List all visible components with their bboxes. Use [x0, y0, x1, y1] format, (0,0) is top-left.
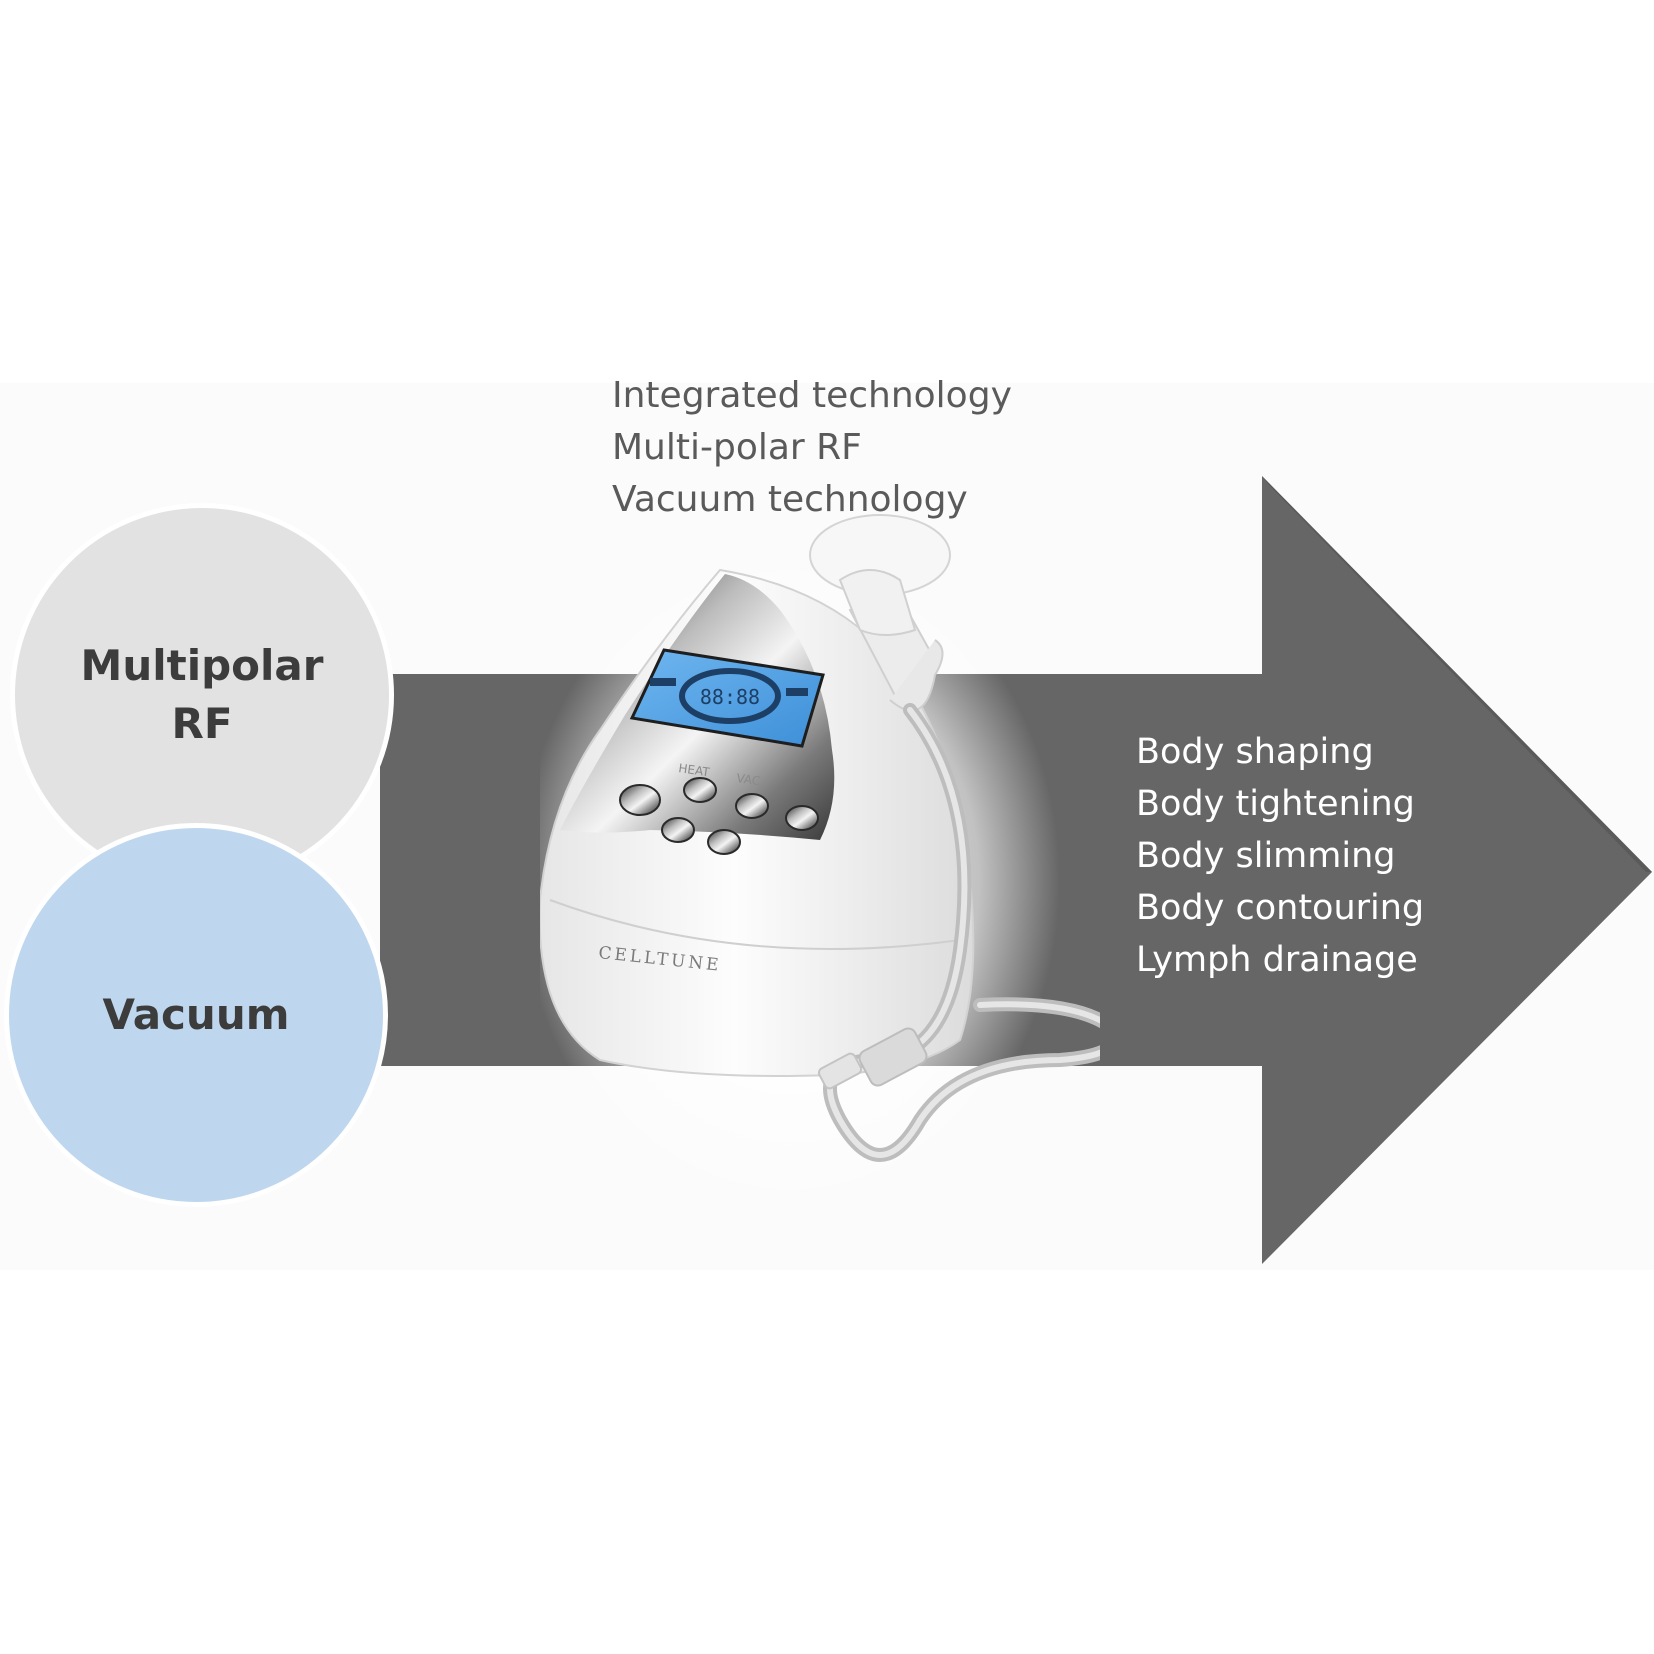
device-button	[735, 793, 769, 819]
benefit-item: Lymph drainage	[1136, 940, 1418, 980]
device-button	[661, 817, 695, 843]
device-illustration: 88:88 HEAT VAC CELLTUNE	[540, 514, 1100, 1210]
big-arrow-shadow-edge	[1262, 476, 1652, 872]
device-button	[683, 777, 717, 803]
vacuum-label: Vacuum	[102, 990, 290, 1039]
benefit-item: Body contouring	[1136, 888, 1425, 928]
cable-connector	[817, 1027, 928, 1090]
lcd-readout: 88:88	[700, 685, 760, 709]
vacuum-circle: Vacuum	[4, 823, 388, 1207]
vac-label: VAC	[736, 771, 762, 788]
control-buttons	[619, 777, 819, 855]
multipolar-rf-circle: Multipolar RF	[10, 503, 394, 887]
lcd-screen: 88:88	[629, 648, 825, 748]
device-button	[785, 805, 819, 831]
technology-item: Vacuum technology	[612, 479, 968, 520]
device-button	[707, 829, 741, 855]
handpiece	[809, 514, 951, 712]
benefit-item: Body tightening	[1136, 784, 1415, 824]
benefits-list: Body shaping Body tightening Body slimmi…	[1136, 726, 1424, 986]
benefit-item: Body shaping	[1136, 732, 1374, 772]
technology-item: Integrated technology	[612, 375, 1012, 416]
heat-label: HEAT	[678, 761, 712, 779]
multipolar-rf-label: Multipolar RF	[80, 641, 324, 748]
technology-item: Multi-polar RF	[612, 427, 862, 468]
benefit-item: Body slimming	[1136, 836, 1396, 876]
device-base-line	[549, 899, 961, 950]
device-button	[619, 784, 661, 816]
technology-list: Integrated technology Multi-polar RF Vac…	[612, 370, 1012, 526]
